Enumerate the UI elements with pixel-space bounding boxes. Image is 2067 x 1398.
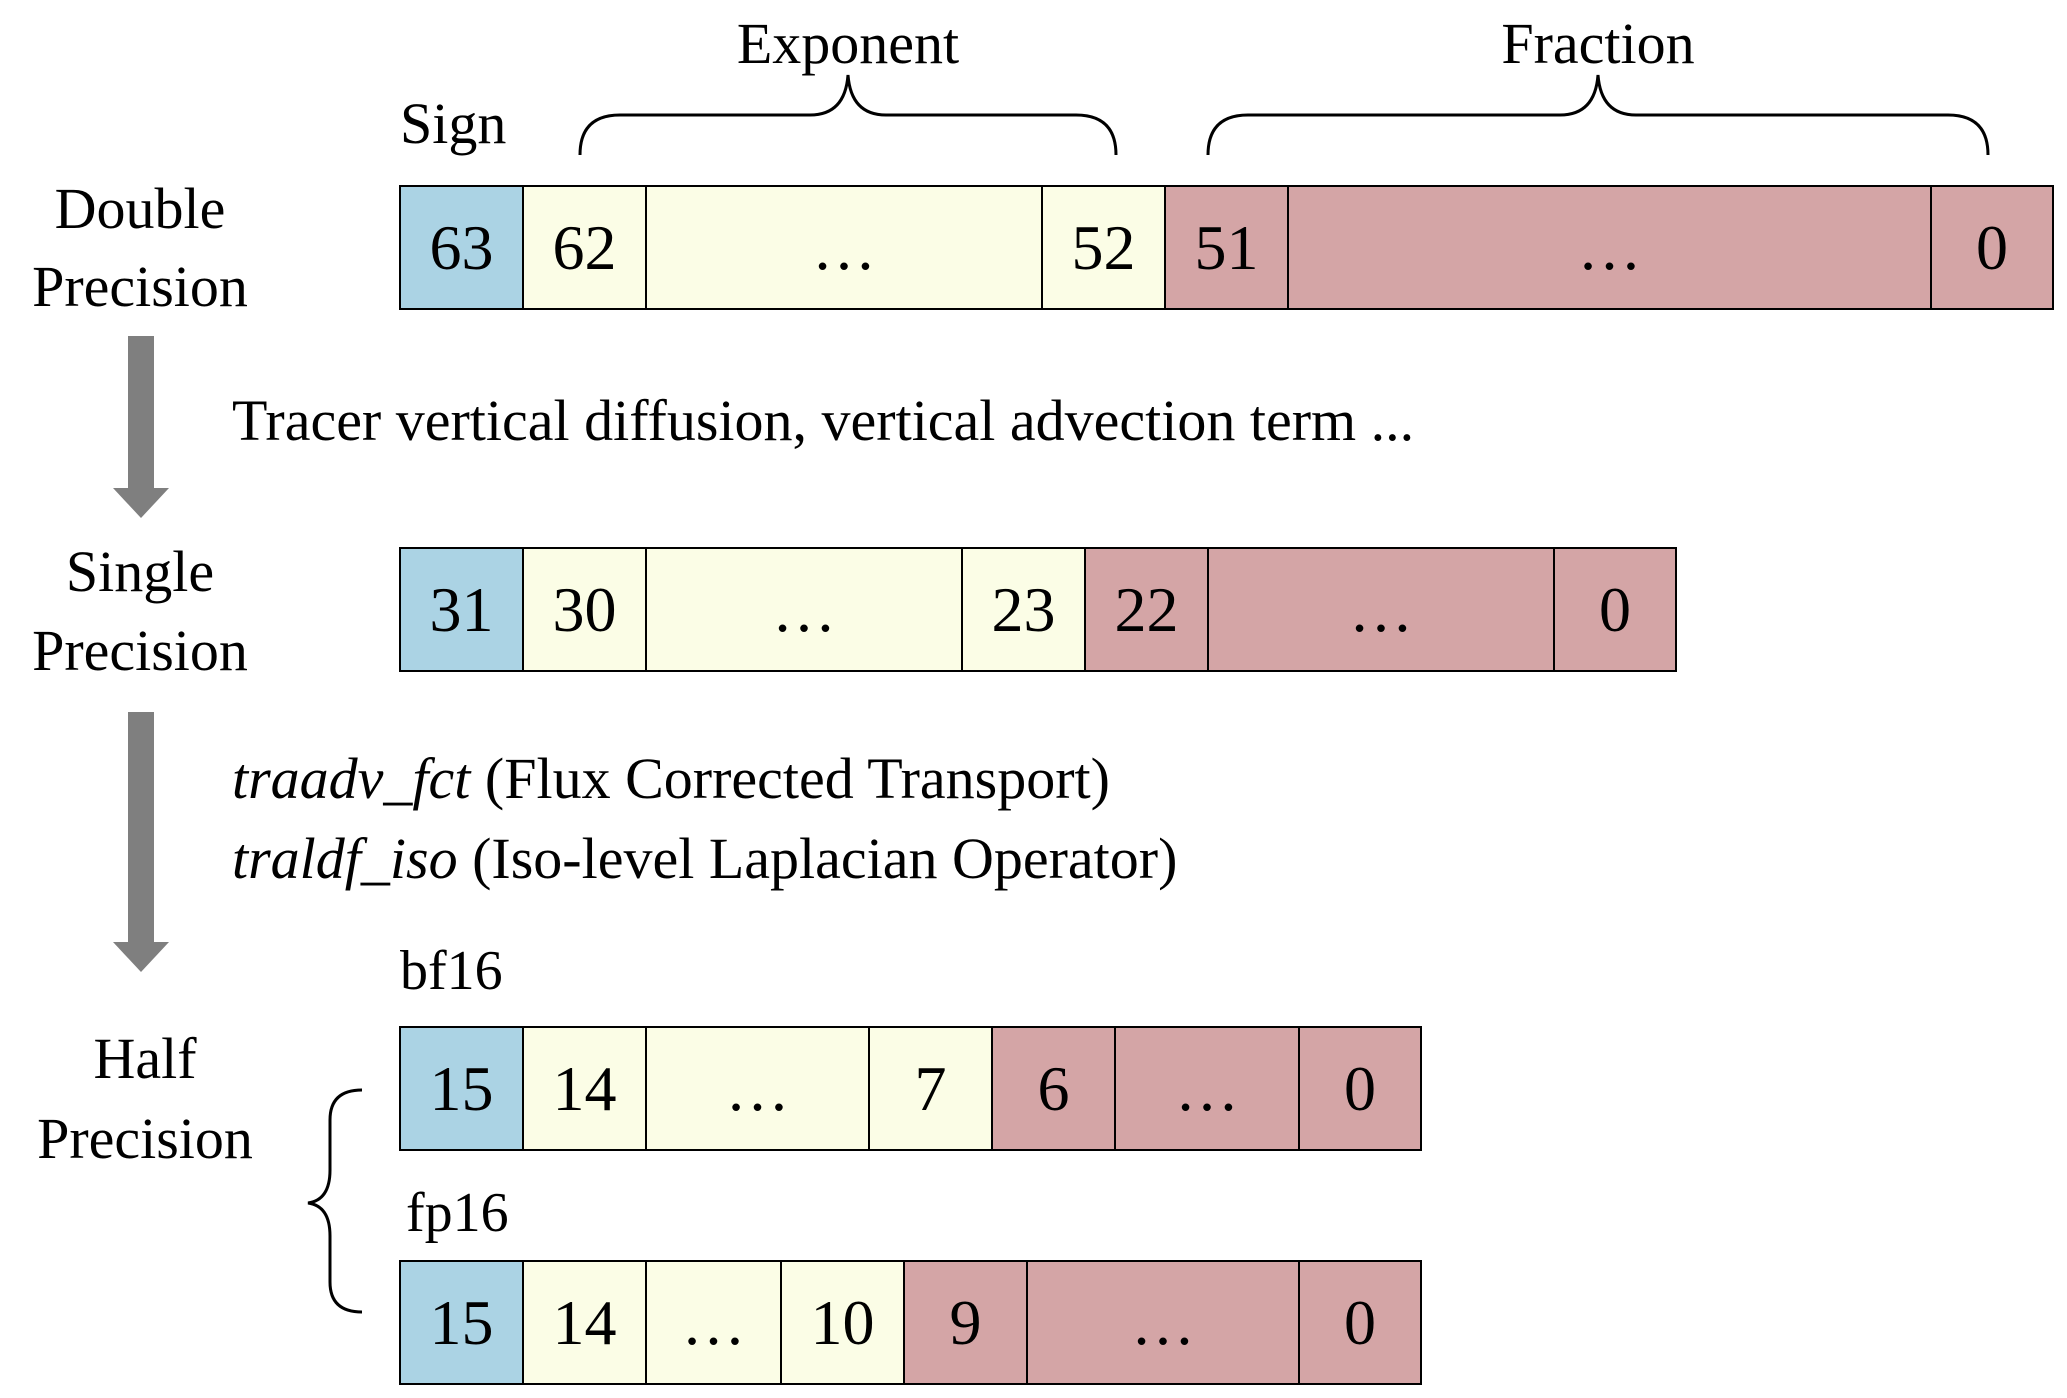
double-fraction-lsb: 0 — [1930, 185, 2054, 310]
single-precision-label-line1: Single — [65, 539, 215, 604]
fp16-exponent-msb: 14 — [522, 1260, 647, 1385]
bf16-fraction-ellipsis: … — [1114, 1026, 1300, 1151]
bf16-label: bf16 — [400, 940, 503, 1002]
down-arrow-2 — [113, 712, 169, 972]
bf16-exponent-ellipsis: … — [645, 1026, 870, 1151]
fp16-sign-bit: 15 — [399, 1260, 524, 1385]
bf16-exponent-lsb: 7 — [868, 1026, 993, 1151]
traadv-fct-function: traadv_fct — [232, 746, 471, 811]
double-precision-label-line2: Precision — [32, 254, 248, 319]
single-sign-bit: 31 — [399, 547, 524, 672]
transition-2-line1: traadv_fct (Flux Corrected Transport) — [232, 750, 1110, 808]
half-precision-label-line1: Half — [93, 1026, 197, 1091]
fp16-fraction-msb: 9 — [903, 1260, 1028, 1385]
bf16-exponent-msb: 14 — [522, 1026, 647, 1151]
double-sign-bit: 63 — [399, 185, 524, 310]
single-exponent-msb: 30 — [522, 547, 647, 672]
exponent-label: Exponent — [736, 11, 960, 76]
bf16-fraction-msb: 6 — [991, 1026, 1116, 1151]
exponent-brace — [578, 74, 1118, 156]
double-precision-label-line1: Double — [54, 176, 226, 241]
traldf-iso-function: traldf_iso — [232, 826, 458, 891]
double-exponent-lsb: 52 — [1041, 185, 1166, 310]
down-arrow-1 — [113, 336, 169, 518]
fraction-brace — [1206, 74, 1990, 156]
traadv-fct-description: (Flux Corrected Transport) — [470, 746, 1110, 811]
half-precision-label-line2: Precision — [37, 1106, 253, 1171]
double-fraction-msb: 51 — [1164, 185, 1289, 310]
double-fraction-ellipsis: … — [1287, 185, 1932, 310]
fp16-label: fp16 — [406, 1182, 509, 1244]
single-fraction-ellipsis: … — [1207, 547, 1555, 672]
single-fraction-msb: 22 — [1084, 547, 1209, 672]
bf16-sign-bit: 15 — [399, 1026, 524, 1151]
sign-label: Sign — [400, 91, 507, 156]
double-exponent-msb: 62 — [522, 185, 647, 310]
single-exponent-ellipsis: … — [645, 547, 963, 672]
half-precision-brace — [307, 1088, 363, 1314]
bf16-fraction-lsb: 0 — [1298, 1026, 1422, 1151]
transition-2-line2: traldf_iso (Iso-level Laplacian Operator… — [232, 830, 1177, 888]
double-exponent-ellipsis: … — [645, 185, 1043, 310]
single-precision-label-line2: Precision — [32, 618, 248, 683]
single-exponent-lsb: 23 — [961, 547, 1086, 672]
single-fraction-lsb: 0 — [1553, 547, 1677, 672]
fp16-exponent-lsb: 10 — [780, 1260, 905, 1385]
transition-1-text: Tracer vertical diffusion, vertical adve… — [232, 388, 1415, 453]
fraction-label: Fraction — [1501, 11, 1695, 76]
fp16-exponent-ellipsis: … — [645, 1260, 782, 1385]
fp16-fraction-lsb: 0 — [1298, 1260, 1422, 1385]
traldf-iso-description: (Iso-level Laplacian Operator) — [457, 826, 1178, 891]
fp16-fraction-ellipsis: … — [1026, 1260, 1300, 1385]
